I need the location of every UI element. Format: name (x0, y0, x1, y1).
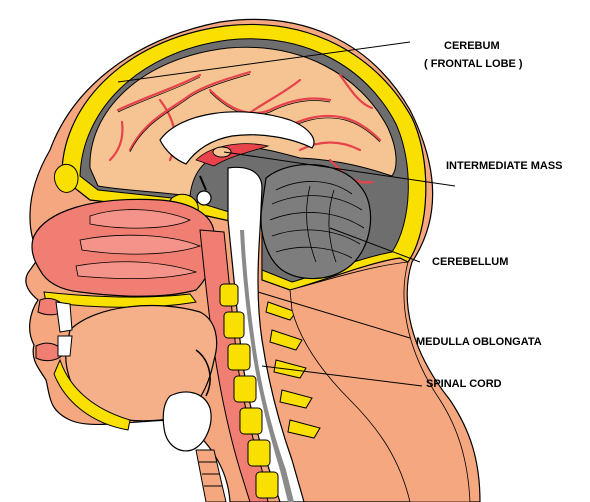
frontal-sinus (54, 164, 78, 192)
label-cerebum: CEREBUM (444, 40, 500, 53)
label-cerebellum: CEREBELLUM (432, 256, 508, 269)
larynx (163, 392, 211, 451)
label-frontal-lobe: ( FRONTAL LOBE ) (424, 58, 523, 71)
label-intermediate-mass: INTERMEDIATE MASS (446, 160, 563, 173)
nasal-conchae (76, 210, 200, 279)
label-medulla-oblongata: MEDULLA OBLONGATA (416, 336, 542, 349)
label-spinal-cord: SPINAL CORD (426, 378, 502, 391)
lower-teeth (58, 336, 72, 356)
intermediate-mass-structure (213, 147, 231, 157)
pituitary (197, 191, 211, 205)
